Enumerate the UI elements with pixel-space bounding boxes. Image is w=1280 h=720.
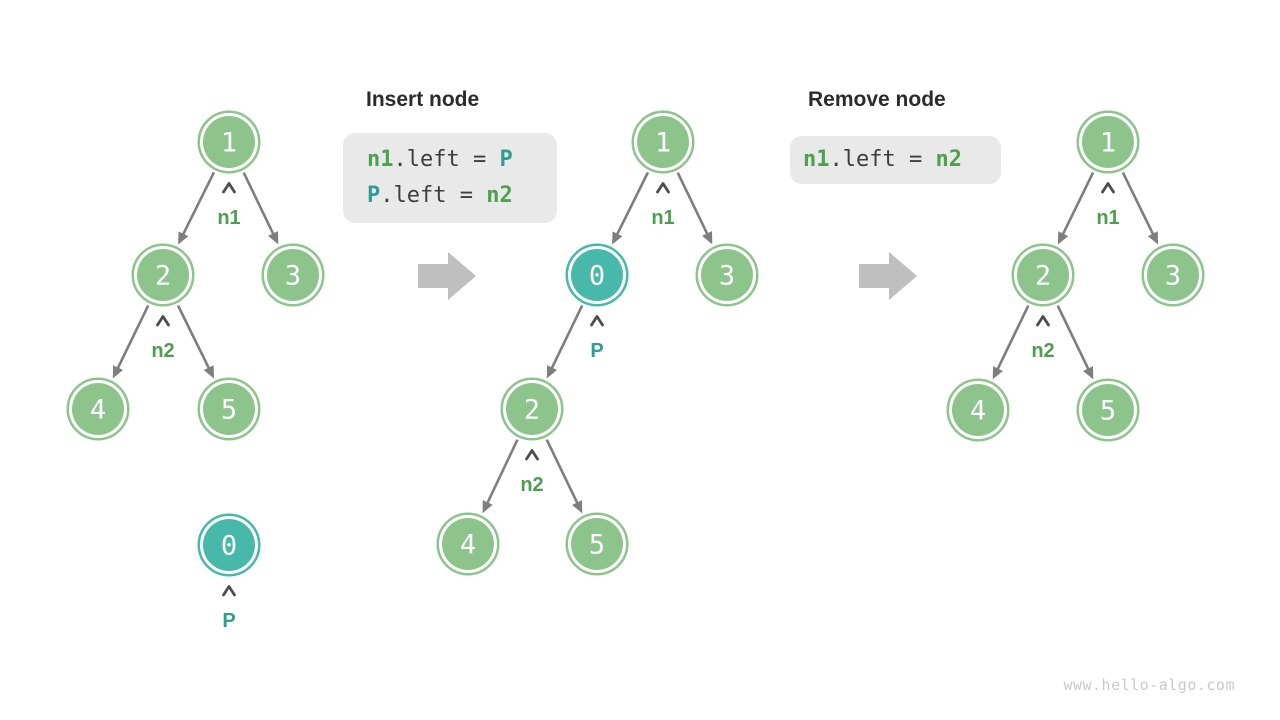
code-token: P <box>367 183 381 208</box>
node-value: 4 <box>460 530 476 561</box>
tree-node-circle <box>442 518 494 570</box>
code-line: n1.left = n2 <box>803 142 1001 178</box>
edge-line <box>995 305 1030 371</box>
edge-line <box>676 172 710 236</box>
edge-line <box>181 171 216 237</box>
edge-arrowhead-icon <box>178 231 189 245</box>
tree-node-circle <box>203 519 255 571</box>
tree-before-insert: 1 2 3 4 5 0 n1 n2P <box>66 110 325 632</box>
tree-node-circle <box>952 384 1004 436</box>
edge-line <box>550 305 584 370</box>
code-token: .left = <box>380 183 487 208</box>
edge-arrowhead-icon <box>268 231 279 245</box>
tree-node-circle <box>203 383 255 435</box>
pointer-caret-icon <box>222 182 236 194</box>
remove-node-title: Remove node <box>808 88 946 111</box>
tree-node-circle <box>203 116 255 168</box>
code-token: .left = <box>829 147 936 172</box>
node-value: 2 <box>155 261 171 292</box>
pointer-label: n2 <box>520 474 543 496</box>
node-value: 3 <box>1165 261 1181 292</box>
pointer-caret-icon <box>656 182 670 194</box>
tree-after-remove: 1 2 3 4 5 n1 n2 <box>946 110 1205 442</box>
tree-node-circle <box>72 383 124 435</box>
tree-node-circle <box>637 116 689 168</box>
tree-node-circle <box>701 249 753 301</box>
watermark: www.hello-algo.com <box>1063 676 1235 694</box>
tree-node-circle <box>1082 384 1134 436</box>
tree-node-circle <box>267 249 319 301</box>
pointer-label: P <box>590 340 603 362</box>
pointer-caret-icon <box>525 449 539 461</box>
stage-transition-arrow-icon <box>859 252 917 300</box>
node-value: 0 <box>221 531 237 562</box>
pointer-label: n1 <box>651 207 674 229</box>
code-line: n1.left = P <box>367 142 557 178</box>
code-line: P.left = n2 <box>367 178 557 214</box>
pointer-caret-icon <box>222 585 236 597</box>
code-token: .left = <box>393 147 500 172</box>
pointer-caret-icon <box>1101 182 1115 194</box>
code-token: P <box>499 147 513 172</box>
pointer-caret-icon <box>590 315 604 327</box>
node-value: 5 <box>221 395 237 426</box>
stage-transition-arrow-icon <box>418 252 476 300</box>
node-value: 2 <box>524 395 540 426</box>
remove-code-box: n1.left = n2 <box>790 136 1001 184</box>
tree-node-circle <box>506 383 558 435</box>
pointer-caret-icon <box>156 315 170 327</box>
pointer-label: n1 <box>1096 207 1119 229</box>
tree-node-circle <box>571 249 623 301</box>
edge-line <box>485 439 519 505</box>
node-value: 5 <box>1100 396 1116 427</box>
code-token: n1 <box>803 147 830 172</box>
edge-line <box>1061 171 1095 237</box>
pointer-label: n1 <box>217 207 240 229</box>
edge-arrowhead-icon <box>482 500 493 514</box>
node-value: 5 <box>589 530 605 561</box>
edge-line <box>1121 171 1155 237</box>
node-value: 0 <box>589 261 605 292</box>
tree-node-circle <box>1147 249 1199 301</box>
edge-arrowhead-icon <box>1083 366 1094 380</box>
pointer-label: n2 <box>151 340 174 362</box>
edge-arrowhead-icon <box>1147 231 1159 245</box>
pointer-caret-icon <box>1036 315 1050 327</box>
node-value: 1 <box>655 128 671 159</box>
pointer-label: P <box>222 610 235 632</box>
code-token: n2 <box>486 183 513 208</box>
edge-arrowhead-icon <box>1057 231 1069 245</box>
node-value: 2 <box>1035 261 1051 292</box>
edge-line <box>116 305 150 370</box>
edge-line <box>242 172 276 236</box>
node-value: 4 <box>970 396 986 427</box>
node-value: 3 <box>285 261 301 292</box>
insert-node-title: Insert node <box>366 88 480 111</box>
edge-arrowhead-icon <box>572 500 583 514</box>
code-token: n2 <box>935 147 962 172</box>
edge-arrowhead-icon <box>992 366 1003 380</box>
edge-line <box>545 439 580 505</box>
tree-node-circle <box>137 249 189 301</box>
node-value: 3 <box>719 261 735 292</box>
pointer-label: n2 <box>1031 340 1054 362</box>
edge-line <box>615 171 650 237</box>
node-value: 1 <box>221 128 237 159</box>
edge-arrowhead-icon <box>702 231 713 245</box>
edge-arrowhead-icon <box>203 365 214 379</box>
edge-line <box>176 304 211 371</box>
tree-node-circle <box>1082 116 1134 168</box>
node-value: 4 <box>90 395 106 426</box>
node-value: 1 <box>1100 128 1116 159</box>
edge-arrowhead-icon <box>112 365 124 379</box>
edge-arrowhead-icon <box>612 231 623 245</box>
edge-arrowhead-icon <box>546 365 558 379</box>
tree-node-circle <box>571 518 623 570</box>
tree-node-circle <box>1017 249 1069 301</box>
code-token: n1 <box>367 147 394 172</box>
edge-line <box>1056 305 1091 371</box>
